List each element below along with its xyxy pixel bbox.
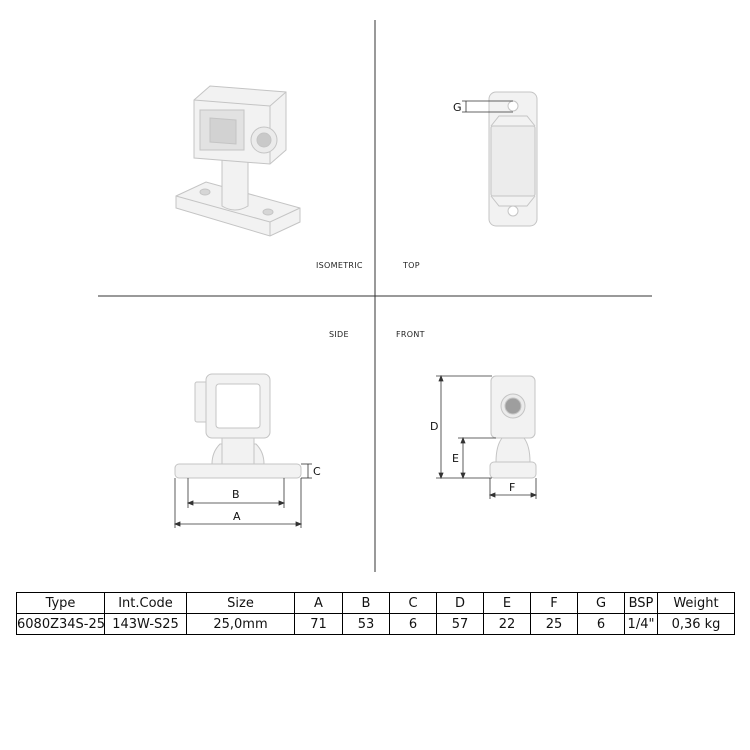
view-label-side: SIDE	[329, 330, 349, 339]
header-e: E	[483, 592, 531, 614]
dim-label-a: A	[233, 510, 241, 523]
header-int-code: Int.Code	[104, 592, 187, 614]
cell-d: 57	[436, 613, 484, 635]
header-c: C	[389, 592, 437, 614]
dim-label-b: B	[232, 488, 240, 501]
view-label-top: TOP	[402, 261, 420, 270]
cell-f: 25	[530, 613, 578, 635]
dimension-f	[488, 478, 538, 499]
dim-label-c: C	[313, 465, 321, 478]
cell-g: 6	[577, 613, 625, 635]
dimension-c	[301, 463, 312, 479]
top-view	[488, 91, 538, 227]
header-b: B	[342, 592, 390, 614]
dim-label-d: D	[430, 420, 438, 433]
cell-type: 6080Z34S-25	[16, 613, 105, 635]
dimension-a	[173, 478, 303, 528]
dimension-d	[436, 374, 492, 480]
view-label-isometric: ISOMETRIC	[316, 261, 363, 270]
cell-int-code: 143W-S25	[104, 613, 187, 635]
header-a: A	[294, 592, 343, 614]
technical-drawing: G B A C D	[98, 20, 652, 572]
header-bsp: BSP	[624, 592, 658, 614]
cell-size: 25,0mm	[186, 613, 295, 635]
header-d: D	[436, 592, 484, 614]
dimension-g	[462, 100, 513, 113]
header-f: F	[530, 592, 578, 614]
spec-data-row: 6080Z34S-25 143W-S25 25,0mm 71 53 6 57 2…	[16, 613, 735, 635]
dimension-b	[186, 478, 286, 508]
dim-label-g: G	[453, 101, 462, 114]
cell-bsp: 1/4"	[624, 613, 658, 635]
side-view	[174, 373, 302, 479]
cell-b: 53	[342, 613, 390, 635]
cell-weight: 0,36 kg	[657, 613, 735, 635]
header-g: G	[577, 592, 625, 614]
isometric-view	[175, 85, 301, 237]
view-label-front: FRONT	[396, 330, 425, 339]
cell-a: 71	[294, 613, 343, 635]
front-view	[489, 375, 537, 479]
header-type: Type	[16, 592, 105, 614]
header-size: Size	[186, 592, 295, 614]
dimension-e	[458, 436, 496, 480]
spec-header-row: Type Int.Code Size A B C D E F G BSP Wei…	[16, 592, 735, 614]
spec-table: Type Int.Code Size A B C D E F G BSP Wei…	[16, 592, 735, 635]
cell-c: 6	[389, 613, 437, 635]
cell-e: 22	[483, 613, 531, 635]
header-weight: Weight	[657, 592, 735, 614]
dim-label-f: F	[509, 481, 515, 494]
dim-label-e: E	[452, 452, 459, 465]
